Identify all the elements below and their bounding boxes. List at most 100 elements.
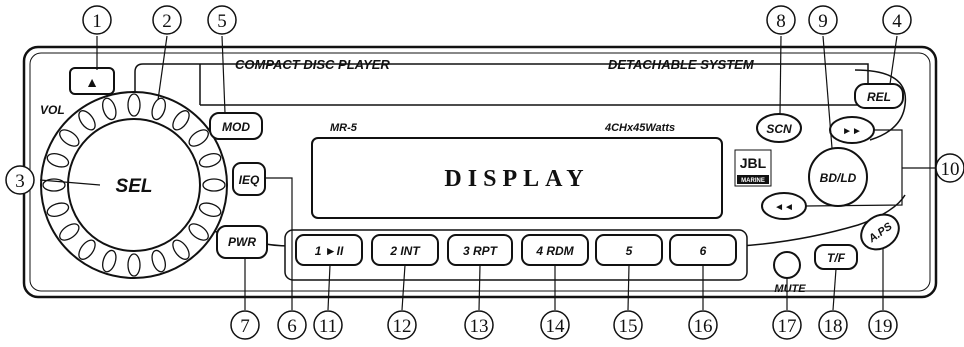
pwr-label: PWR [228, 235, 256, 249]
callout-circle-1 [82, 5, 112, 35]
aps-button[interactable] [854, 207, 905, 256]
rel-label: REL [867, 90, 891, 104]
callout-number-12: 12 [393, 316, 412, 337]
callout-number-13: 13 [470, 316, 489, 337]
compact-disc-label: COMPACT DISC PLAYER [235, 57, 390, 72]
eject-icon: ▲ [85, 74, 99, 90]
knob-ridge [172, 110, 190, 131]
callout-circle-17 [772, 310, 802, 340]
mute-button[interactable] [773, 251, 801, 279]
model-label: MR-5 [330, 122, 358, 134]
callout-circle-3 [5, 165, 35, 195]
callout-number-3: 3 [15, 171, 25, 192]
knob-ridge [78, 239, 96, 260]
preset-3-label: 3 RPT [463, 244, 499, 258]
mod-button[interactable] [209, 112, 263, 140]
callout-circle-8 [766, 5, 796, 35]
prev-icon: ◄◄ [774, 202, 794, 213]
knob-ridge [102, 249, 117, 273]
knob-ridge [42, 178, 66, 192]
scn-label: SCN [766, 122, 792, 136]
marine-text: MARINE [741, 178, 765, 184]
callout-leaders [39, 35, 935, 311]
mute-label: MUTE [774, 283, 806, 295]
mod-label: MOD [222, 120, 250, 134]
ieq-button[interactable] [232, 162, 266, 196]
knob-ridge [188, 223, 209, 241]
eject-button[interactable] [69, 67, 115, 95]
knob-ridge [127, 253, 141, 277]
callout-circle-13 [464, 310, 494, 340]
callout-circle-7 [230, 310, 260, 340]
tf-label: T/F [827, 251, 846, 265]
callout-circle-16 [688, 310, 718, 340]
detachable-system-label: DETACHABLE SYSTEM [608, 57, 755, 72]
callout-number-2: 2 [162, 11, 172, 32]
knob-ridge [127, 93, 141, 117]
callout-circle-6 [277, 310, 307, 340]
callout-circle-5 [207, 5, 237, 35]
preset-5-label: 5 [626, 244, 633, 258]
rel-button[interactable] [854, 83, 904, 109]
callout-number-15: 15 [619, 316, 638, 337]
next-icon: ►► [842, 126, 862, 137]
knob-ridge [172, 239, 190, 260]
callout-number-8: 8 [776, 11, 786, 32]
callout-circle-18 [818, 310, 848, 340]
callout-number-18: 18 [824, 316, 843, 337]
jbl-logo-text: JBL [740, 155, 767, 171]
sel-knob-center[interactable] [67, 118, 201, 252]
callout-circle-14 [540, 310, 570, 340]
callout-number-19: 19 [874, 316, 893, 337]
callout-number-9: 9 [818, 11, 828, 32]
cd-slot [134, 63, 869, 105]
ieq-label: IEQ [239, 173, 260, 187]
knob-ridge [102, 97, 117, 121]
display-text: DISPLAY [444, 166, 589, 192]
callout-circle-11 [313, 310, 343, 340]
knob-ridge [202, 178, 226, 192]
callout-circle-9 [808, 5, 838, 35]
knob-ridge [198, 153, 222, 168]
knob-ridge [46, 153, 70, 168]
display-window [311, 137, 723, 219]
preset-1-button[interactable] [295, 234, 363, 266]
callout-number-1: 1 [92, 11, 102, 32]
callout-number-6: 6 [287, 316, 297, 337]
callout-number-4: 4 [892, 11, 902, 32]
preset-1-label: 1 ►II [315, 244, 344, 258]
bdld-label: BD/LD [820, 171, 857, 185]
callout-number-17: 17 [778, 316, 797, 337]
knob-ridge [78, 110, 96, 131]
callout-circle-19 [868, 310, 898, 340]
callout-circle-12 [387, 310, 417, 340]
callout-number-14: 14 [546, 316, 566, 337]
power-rating-label: 4CHx45Watts [604, 122, 675, 134]
knob-ridge [188, 129, 209, 147]
scn-button[interactable] [756, 113, 802, 143]
knob-ridge [151, 249, 166, 273]
knob-ridge [59, 223, 80, 241]
pwr-button[interactable] [216, 225, 268, 259]
callout-number-11: 11 [319, 316, 337, 337]
callout-circle-2 [152, 5, 182, 35]
callout-circle-4 [882, 5, 912, 35]
callout-number-7: 7 [240, 316, 250, 337]
preset-2-label: 2 INT [389, 244, 421, 258]
knob-ridge [198, 202, 222, 217]
preset-4-label: 4 RDM [535, 244, 574, 258]
sel-label: SEL [116, 176, 153, 197]
callout-circle-10 [935, 153, 964, 183]
callout-number-16: 16 [694, 316, 713, 337]
callout-number-10: 10 [941, 159, 960, 180]
preset-6-label: 6 [700, 244, 707, 258]
knob-ridges [42, 93, 226, 277]
vol-label: VOL [40, 103, 65, 117]
knob-ridge [46, 202, 70, 217]
knob-ridge [151, 97, 166, 121]
callout-circle-15 [613, 310, 643, 340]
knob-ridge [59, 129, 80, 147]
callout-number-5: 5 [217, 11, 227, 32]
